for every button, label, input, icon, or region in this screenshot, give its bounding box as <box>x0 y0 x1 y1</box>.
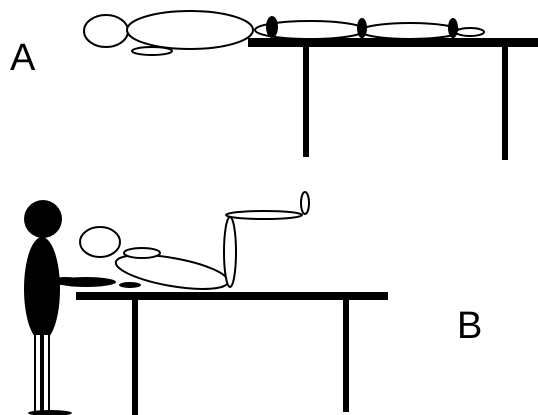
head <box>24 200 62 238</box>
table-b <box>76 292 388 415</box>
support-block <box>357 18 367 38</box>
leg-left <box>35 334 41 412</box>
foot <box>301 192 309 214</box>
support-block <box>448 18 458 38</box>
table-a <box>248 38 538 160</box>
reclining-figure-b <box>80 192 309 296</box>
panel-a: A <box>10 11 538 160</box>
body <box>24 237 60 341</box>
standing-figure-b <box>24 200 81 415</box>
head <box>80 227 120 257</box>
arm <box>124 248 160 258</box>
leg-right <box>43 334 49 412</box>
foot <box>456 28 484 36</box>
table-a-leg-right <box>502 47 508 160</box>
lying-figure-a <box>84 11 484 55</box>
shin <box>226 211 302 219</box>
panel-a-label: A <box>10 37 36 79</box>
arm <box>51 277 81 285</box>
support-block <box>266 16 278 38</box>
head <box>84 15 128 47</box>
panel-b: B <box>24 192 482 415</box>
panel-b-label: B <box>457 305 482 347</box>
table-b-leg-right <box>343 300 349 412</box>
torso <box>127 11 253 49</box>
table-b-leg-left <box>132 300 138 415</box>
table-b-top <box>76 292 388 300</box>
thigh <box>224 217 236 287</box>
lower-leg <box>360 23 460 39</box>
table-a-leg-left <box>303 47 309 157</box>
arm <box>132 47 172 55</box>
hand-shape <box>119 282 141 288</box>
